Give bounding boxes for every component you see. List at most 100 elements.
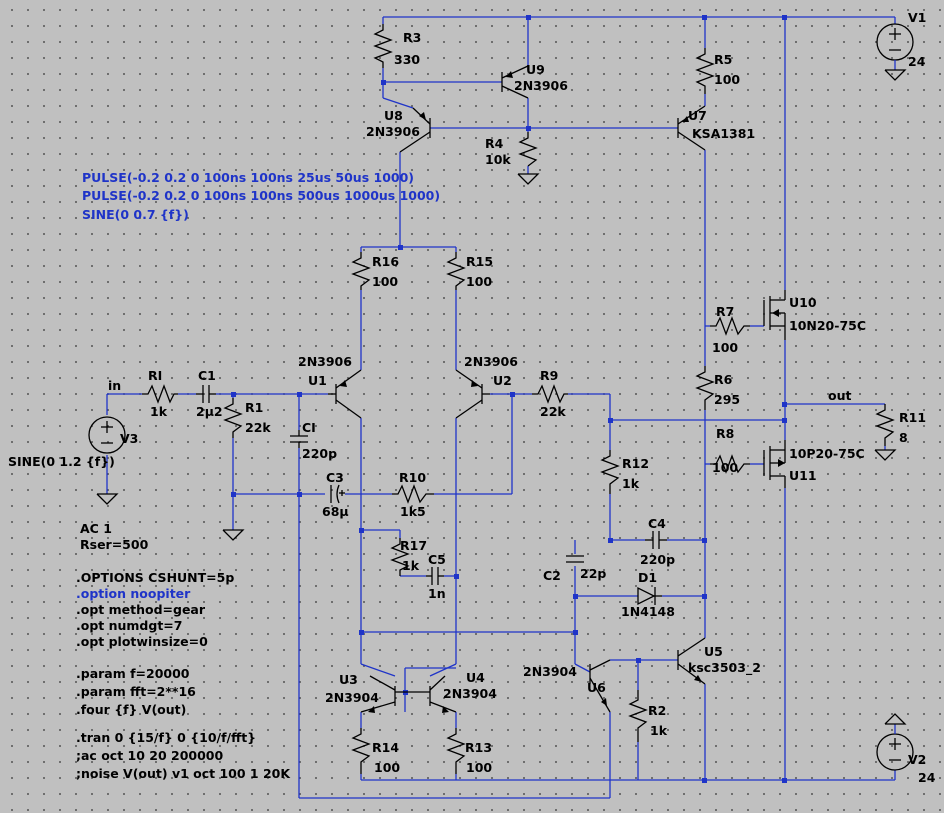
resistor-R14[interactable] xyxy=(351,728,371,774)
resistor-R7[interactable] xyxy=(710,316,750,336)
value-U8: 2N3906 xyxy=(366,124,420,139)
transistor-U2[interactable] xyxy=(455,369,490,419)
comment-line-1: PULSE(-0.2 0.2 0 100ns 100ns 25us 50us 1… xyxy=(82,170,414,185)
voltage-source-V1[interactable] xyxy=(876,23,914,81)
label-D1: D1 xyxy=(638,570,657,585)
value-R12: 1k xyxy=(622,476,640,491)
mosfet-U10[interactable] xyxy=(763,290,786,340)
comment-line-3: SINE(0 0.7 {f}) xyxy=(82,207,189,222)
value-C3: 68µ xyxy=(322,504,349,519)
label-U8: U8 xyxy=(384,108,403,123)
label-V3: V3 xyxy=(120,431,138,446)
net-label-in: in xyxy=(108,378,121,393)
directive-line: .param f=20000 xyxy=(76,666,190,681)
capacitor-C3[interactable] xyxy=(330,484,345,504)
capacitor-C5[interactable] xyxy=(426,567,444,585)
v3-rser-param: Rser=500 xyxy=(80,537,149,552)
resistor-R16[interactable] xyxy=(351,252,371,290)
label-U2: U2 xyxy=(493,373,512,388)
v3-ac-param: AC 1 xyxy=(80,521,112,536)
label-R3: R3 xyxy=(403,30,421,45)
resistor-R9[interactable] xyxy=(532,384,568,404)
resistor-R1[interactable] xyxy=(223,398,243,438)
voltage-source-V2[interactable] xyxy=(876,713,914,771)
value-R2: 1k xyxy=(650,723,668,738)
comment-block[interactable]: PULSE(-0.2 0.2 0 100ns 100ns 25us 50us 1… xyxy=(82,170,440,222)
label-C2: C2 xyxy=(543,568,561,583)
net-label-out: out xyxy=(828,388,851,403)
mosfet-U11[interactable] xyxy=(763,440,786,488)
diode-D1[interactable] xyxy=(637,586,662,606)
label-R16: R16 xyxy=(372,254,399,269)
capacitor-C1[interactable] xyxy=(196,385,216,403)
label-C1: C1 xyxy=(198,368,216,383)
value-C1: 2µ2 xyxy=(196,404,223,419)
spice-directives[interactable]: .OPTIONS CSHUNT=5p .option noopiter .opt… xyxy=(76,570,291,781)
transistor-U5[interactable] xyxy=(677,637,706,685)
resistor-R15[interactable] xyxy=(446,252,466,290)
resistor-R12[interactable] xyxy=(600,450,620,494)
directive-line: .opt method=gear xyxy=(76,602,206,617)
value-D1: 1N4148 xyxy=(621,604,675,619)
label-V1: V1 xyxy=(908,10,926,25)
label-R6: R6 xyxy=(714,372,733,387)
ground-symbols xyxy=(222,173,897,541)
transistor-U4[interactable] xyxy=(405,675,457,713)
label-C5: C5 xyxy=(428,552,446,567)
transistor-U7[interactable] xyxy=(677,105,706,151)
value-U4: 2N3904 xyxy=(443,686,497,701)
transistor-U1[interactable] xyxy=(328,369,362,419)
value-U2: 2N3906 xyxy=(464,354,518,369)
label-U10: U10 xyxy=(789,295,817,310)
resistor-R5[interactable] xyxy=(695,48,715,94)
directive-line: .opt plotwinsize=0 xyxy=(76,634,208,649)
label-R10: R10 xyxy=(399,470,426,485)
resistor-R4[interactable] xyxy=(518,132,538,167)
transistor-U8[interactable] xyxy=(399,107,431,153)
label-R2: R2 xyxy=(648,703,666,718)
capacitor-C4[interactable] xyxy=(645,531,667,549)
value-R9: 22k xyxy=(540,404,566,419)
label-U5: U5 xyxy=(704,644,723,659)
directive-line: .four {f} V(out) xyxy=(76,702,186,717)
label-U9: U9 xyxy=(526,62,545,77)
resistor-R6[interactable] xyxy=(695,366,715,410)
resistor-R13[interactable] xyxy=(446,728,466,774)
value-R4: 10k xyxy=(485,152,511,167)
label-C3: C3 xyxy=(326,470,344,485)
source-params: AC 1 Rser=500 xyxy=(80,521,149,552)
value-U10: 10N20-75C xyxy=(789,318,866,333)
transistor-U6[interactable] xyxy=(589,659,611,713)
label-RI: RI xyxy=(148,368,162,383)
label-R17: R17 xyxy=(400,538,427,553)
resistor-R17[interactable] xyxy=(390,538,410,576)
capacitor-C2[interactable] xyxy=(566,555,584,563)
value-C2: 22p xyxy=(580,566,606,581)
value-U7: KSA1381 xyxy=(692,126,755,141)
voltage-source-V3[interactable] xyxy=(88,416,126,505)
transistor-U9[interactable] xyxy=(501,65,529,99)
resistor-R2[interactable] xyxy=(628,690,648,742)
label-R5: R5 xyxy=(714,52,732,67)
transistor-U3[interactable] xyxy=(360,675,405,713)
value-R3: 330 xyxy=(394,52,420,67)
capacitor-CI[interactable] xyxy=(290,430,308,448)
value-R10: 1k5 xyxy=(400,504,426,519)
label-V2: V2 xyxy=(908,752,926,767)
directive-line: .opt numdgt=7 xyxy=(76,618,182,633)
value-U3: 2N3904 xyxy=(325,690,379,705)
resistor-R3[interactable] xyxy=(373,24,393,68)
resistor-R10[interactable] xyxy=(392,484,434,504)
resistor-R8[interactable] xyxy=(710,454,750,474)
value-R6: 295 xyxy=(714,392,740,407)
value-CI: 220p xyxy=(302,446,337,461)
label-R11: R11 xyxy=(899,410,926,425)
label-U11: U11 xyxy=(789,468,817,483)
value-R14: 100 xyxy=(374,760,400,775)
resistor-R11[interactable] xyxy=(875,404,895,446)
label-CI: CI xyxy=(302,420,316,435)
label-R15: R15 xyxy=(466,254,493,269)
value-R7: 100 xyxy=(712,340,738,355)
resistor-RI[interactable] xyxy=(142,384,178,404)
